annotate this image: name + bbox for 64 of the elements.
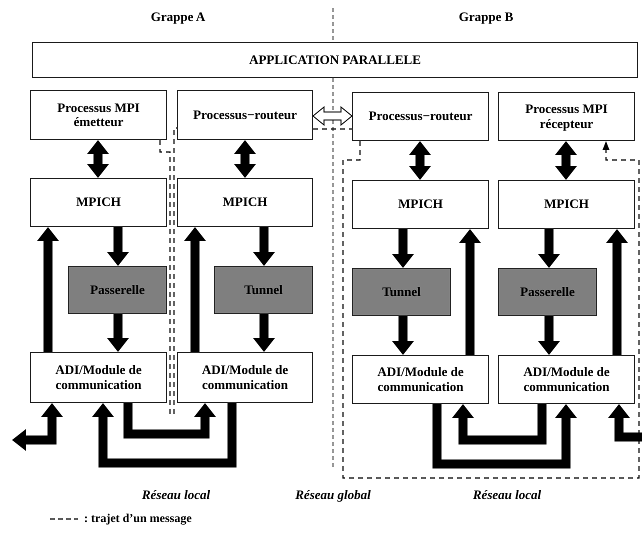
tunnel-box — [352, 268, 451, 316]
library-box — [352, 180, 489, 229]
box-label: ADI/Module de communication — [200, 363, 290, 392]
box-label: Tunnel — [243, 282, 284, 298]
network-label: Réseau local — [472, 487, 542, 503]
box-label: Passerelle — [89, 282, 146, 298]
library-box — [498, 180, 635, 229]
gateway-box — [498, 268, 597, 316]
box-label: Tunnel — [381, 284, 422, 300]
box-label: Processus−routeur — [192, 108, 298, 122]
box-label: MPICH — [75, 195, 122, 210]
box-label: MPICH — [543, 197, 590, 212]
box-label: ADI/Module de communication — [522, 365, 611, 394]
box-label: Processus MPI récepteur — [524, 102, 609, 131]
thick-arrow — [555, 141, 577, 180]
thick-arrow — [606, 229, 628, 355]
module-box — [177, 352, 313, 403]
box-label: ADI/Module de communication — [376, 365, 465, 394]
cluster-title: Grappe A — [150, 9, 206, 25]
thick-arrow — [253, 227, 275, 266]
process-box — [30, 90, 167, 140]
box-label: MPICH — [397, 197, 444, 212]
tunnel-box — [214, 266, 313, 314]
box-label: Processus−routeur — [368, 109, 474, 124]
legend-label: : trajet d’un message — [84, 511, 192, 526]
thick-arrow — [37, 227, 59, 352]
thick-arrow — [184, 227, 206, 352]
process-box — [498, 92, 635, 141]
thick-arrow — [107, 227, 129, 266]
thick-arrow — [392, 229, 414, 268]
box-label: ADI/Module de communication — [54, 363, 143, 392]
thick-arrow — [608, 404, 642, 442]
thick-arrow — [538, 229, 560, 268]
thick-arrow — [459, 229, 481, 355]
library-box — [30, 178, 167, 227]
application-banner — [32, 42, 638, 78]
thick-arrow — [107, 314, 129, 352]
thick-arrow — [392, 316, 414, 355]
thick-arrow — [87, 140, 109, 178]
process-box — [352, 92, 489, 141]
thick-arrow — [234, 140, 256, 178]
process-box — [177, 90, 313, 140]
box-label: APPLICATION PARALLELE — [248, 52, 422, 68]
box-label: MPICH — [222, 195, 268, 210]
box-label: Processus MPI émetteur — [56, 100, 141, 130]
thick-arrow — [432, 404, 577, 468]
thick-arrow — [253, 314, 275, 352]
thick-arrow — [92, 403, 236, 468]
gateway-box — [68, 266, 167, 314]
thick-arrow — [452, 404, 546, 444]
thick-arrow — [12, 403, 63, 451]
network-label: Réseau global — [295, 487, 371, 503]
box-label: Passerelle — [519, 284, 576, 300]
module-box — [352, 355, 489, 404]
thick-arrow — [124, 403, 216, 438]
thick-arrow — [409, 141, 431, 180]
cluster-title: Grappe B — [458, 9, 514, 25]
library-box — [177, 178, 313, 227]
double-arrow — [312, 106, 353, 126]
message-path-arrow — [342, 141, 640, 479]
network-label: Réseau local — [142, 487, 210, 503]
module-box — [30, 352, 167, 403]
module-box — [498, 355, 635, 404]
thick-arrow — [538, 316, 560, 355]
